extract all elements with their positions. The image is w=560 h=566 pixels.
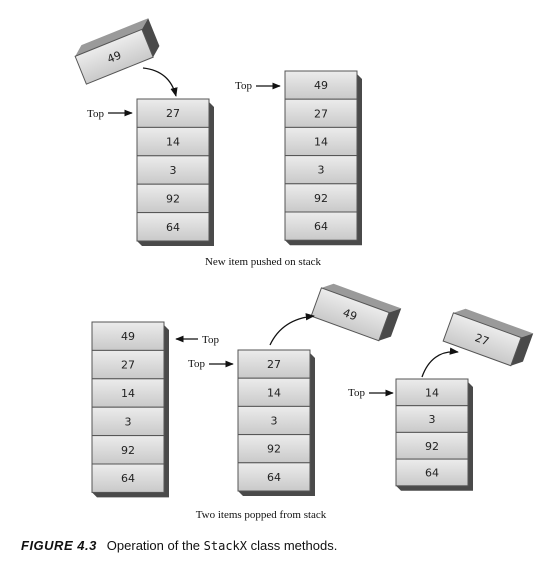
stack-cell-value: 3	[125, 415, 132, 428]
top-label-pop-one: Top	[188, 358, 205, 370]
stack-pop-full: 49 27 14 3 92 64	[91, 321, 169, 498]
stack-cell-value: 49	[314, 79, 328, 92]
stack-cell-value: 92	[314, 192, 328, 205]
caption-text-before: Operation of the	[106, 538, 204, 553]
stack-cell-value: 92	[425, 440, 439, 453]
stack-cell-value: 27	[314, 107, 328, 120]
stack-cell-value: 49	[121, 330, 135, 343]
stack-pop-two: 14 3 92 64	[395, 378, 473, 491]
stack-cell	[284, 211, 358, 241]
stack-cell	[136, 155, 210, 185]
stack-cell	[91, 435, 165, 465]
stack-cell-value: 3	[170, 164, 177, 177]
stack-cell-value: 64	[267, 471, 281, 484]
stack-cell	[91, 406, 165, 437]
top-label-pop-two: Top	[348, 387, 365, 399]
stack-cell-value: 92	[267, 443, 281, 456]
stack-cell	[237, 349, 311, 379]
stack-cell-value: 92	[166, 192, 180, 205]
stack-cell	[136, 212, 210, 242]
stack-cell-value: 64	[314, 220, 328, 233]
stack-cell	[395, 405, 469, 433]
pop-curve-arrow-first	[269, 313, 315, 346]
figure-number: FIGURE 4.3	[21, 538, 97, 553]
caption-class-name: StackX	[203, 539, 247, 553]
floating-item-popped-first-value: 49	[341, 306, 359, 323]
stack-cell-value: 14	[267, 386, 281, 399]
stack-cell-value: 14	[166, 136, 180, 149]
floating-item-pushed: 49	[74, 18, 160, 85]
stack-cell-value: 3	[318, 164, 325, 177]
stack-cell-value: 14	[121, 387, 135, 400]
push-curve-arrow	[142, 67, 178, 97]
stack-cell	[136, 183, 210, 214]
stack-cell	[395, 458, 469, 487]
stack-cell	[91, 463, 165, 493]
stack-cell-value: 64	[166, 221, 180, 234]
stack-cell-value: 14	[314, 136, 328, 149]
pop-caption: Two items popped from stack	[196, 509, 327, 521]
stack-push-after: 49 27 14 3 92 64	[284, 70, 362, 246]
caption-text-after: class methods.	[247, 538, 338, 553]
top-label-pop-full: Top	[202, 334, 219, 346]
stack-cell-value: 3	[429, 413, 436, 426]
pop-curve-arrow-second	[421, 347, 459, 378]
top-label-push-before: Top	[87, 108, 104, 120]
stack-cell-value: 14	[425, 386, 439, 399]
floating-item-popped-first: 49	[310, 283, 402, 342]
stack-push-before: 27 14 3 92 64	[136, 98, 214, 246]
stack-cell	[284, 155, 358, 185]
push-caption: New item pushed on stack	[205, 256, 322, 268]
stack-cell-value: 27	[121, 359, 135, 372]
stack-pop-one: 27 14 3 92 64	[237, 349, 315, 496]
stack-cell-value: 92	[121, 444, 135, 457]
stack-cell	[395, 431, 469, 460]
stack-diagram: 27 14 3 92 64 49 27 14 3 92 64 49 27 14 3 92 64 27 14 3 9…	[74, 18, 534, 521]
stack-cell	[395, 378, 469, 407]
stack-cell	[91, 378, 165, 408]
stack-cell-value: 27	[267, 358, 281, 371]
stack-cell	[284, 98, 358, 128]
top-label-push-after: Top	[235, 80, 252, 92]
stack-cell-value: 64	[425, 466, 439, 479]
stack-cell	[91, 321, 165, 351]
stack-cell-value: 27	[166, 107, 180, 120]
floating-item-popped-second: 27	[442, 308, 534, 367]
stack-cell	[284, 126, 358, 157]
stack-cell-value: 64	[121, 472, 135, 485]
figure-caption: FIGURE 4.3 Operation of the StackX class …	[21, 538, 337, 553]
floating-item-popped-second-value: 27	[473, 331, 491, 348]
stack-cell	[284, 70, 358, 100]
stack-cell	[237, 462, 311, 492]
floating-item-pushed-value: 49	[105, 49, 123, 66]
stack-cell-value: 3	[271, 415, 278, 428]
